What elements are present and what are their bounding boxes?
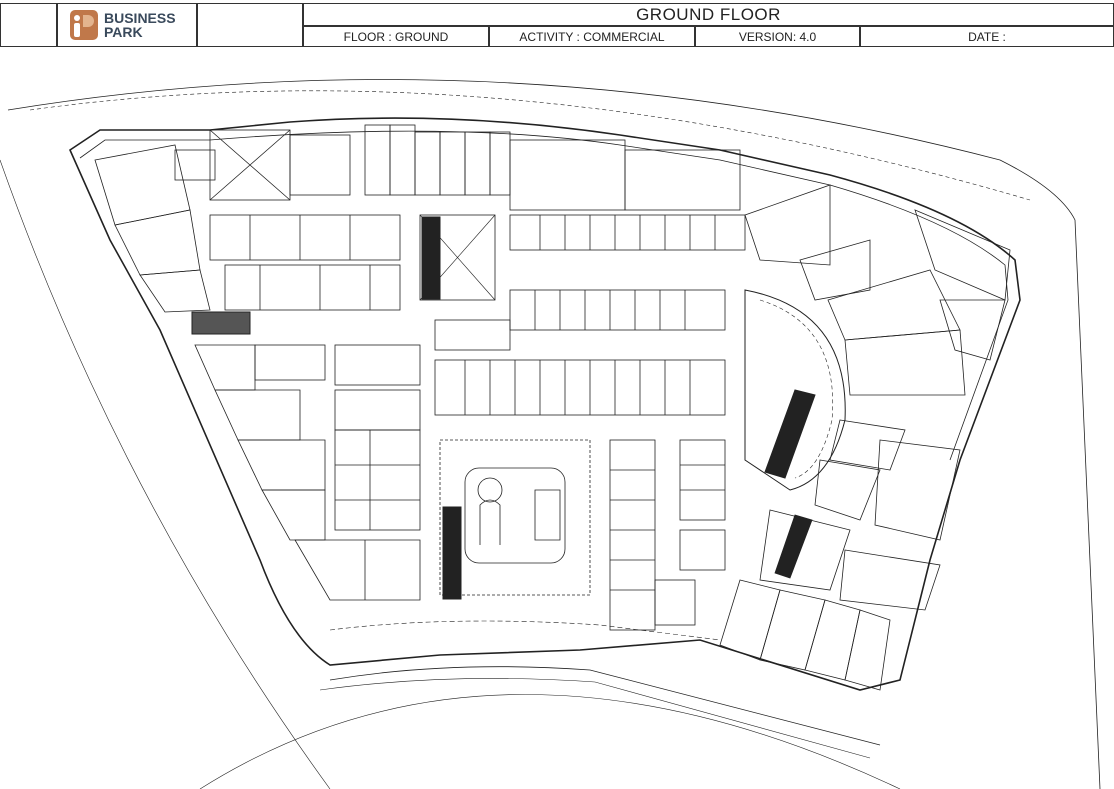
- top-row-shops: [289, 124, 741, 211]
- left-lower-units: [194, 344, 421, 601]
- road-curve-lower: [199, 694, 901, 789]
- brand-name: BUSINESS PARK: [104, 11, 176, 39]
- escalator-left: [191, 311, 251, 335]
- front-plaza-edge: [329, 666, 881, 746]
- brand-line2: PARK: [104, 24, 143, 40]
- activity-field: ACTIVITY : COMMERCIAL: [489, 26, 695, 47]
- radial-east-units: [744, 184, 1011, 541]
- service-core: [209, 214, 401, 311]
- building-inner-outline: [79, 130, 1009, 461]
- semicircle-atrium: [744, 289, 846, 491]
- building-outline: [68, 117, 1021, 691]
- perimeter-canopy: [329, 620, 721, 641]
- logo-cell: BUSINESS PARK: [57, 3, 197, 47]
- site-boundary: [7, 79, 1101, 789]
- escalator-lower: [442, 506, 462, 600]
- right-lower-units: [609, 439, 726, 631]
- road-curve-lower-2: [0, 159, 331, 789]
- left-wing-units: [94, 129, 291, 313]
- title-block: BUSINESS PARK GROUND FLOOR FLOOR : GROUN…: [0, 0, 1114, 49]
- site-boundary-dashed: [29, 90, 1031, 201]
- brand-line1: BUSINESS: [104, 10, 176, 26]
- version-field: VERSION: 4.0: [695, 26, 860, 47]
- escalator-se: [774, 514, 813, 579]
- title-block-spacer: [197, 3, 303, 47]
- south-east-units: [719, 509, 941, 691]
- date-field: DATE :: [860, 26, 1114, 47]
- business-park-logo-icon: [70, 10, 98, 40]
- drawing-title: GROUND FLOOR: [303, 3, 1114, 26]
- escalator-top: [421, 216, 441, 300]
- floor-field: FLOOR : GROUND: [303, 26, 489, 47]
- atrium-void: [419, 214, 496, 301]
- title-block-margin: [0, 3, 57, 47]
- courtyard: [439, 439, 591, 596]
- escalator-right: [764, 389, 816, 479]
- middle-shop-rows: [434, 214, 746, 416]
- ground-floor-plan: [0, 79, 1101, 789]
